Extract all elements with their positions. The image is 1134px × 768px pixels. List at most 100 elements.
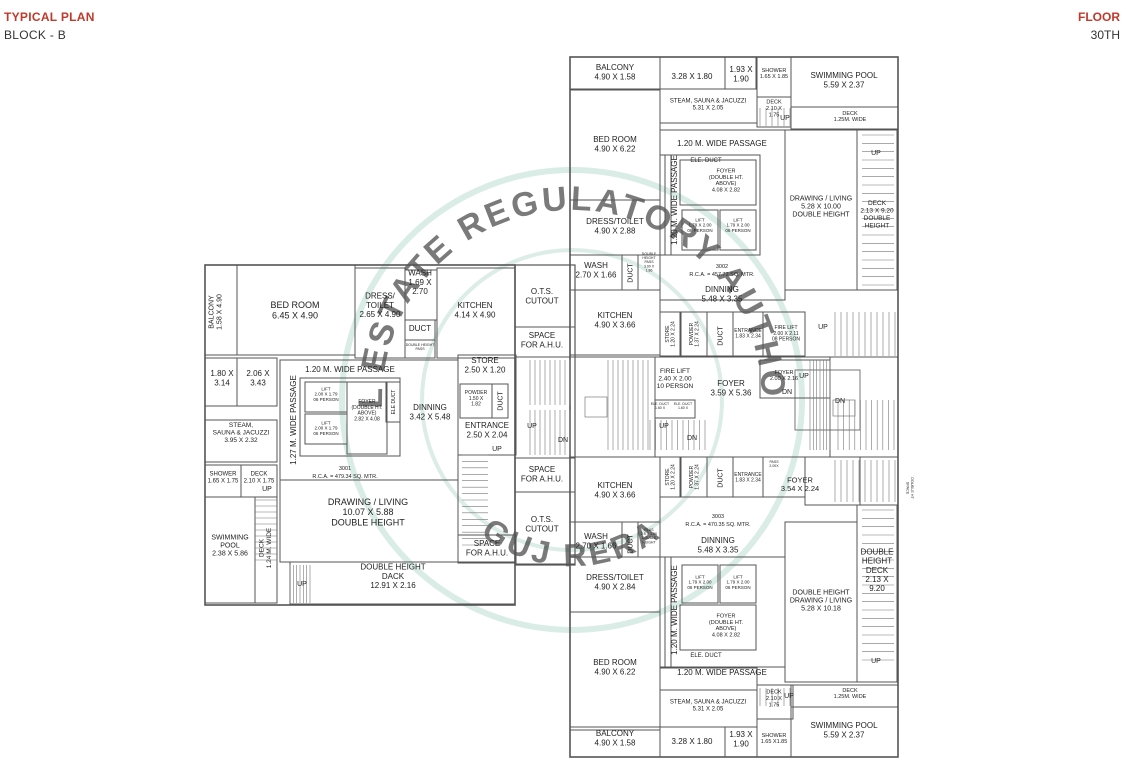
- plan-title: TYPICAL PLAN: [4, 10, 95, 24]
- stair-mark: UP: [659, 423, 669, 430]
- walls: [204, 56, 899, 758]
- stair-mark: DN: [687, 435, 697, 442]
- room-label-u3-side: DOUBLE HTSPACE: [905, 477, 913, 499]
- room-label-u1-balcony: BALCONY1.58 X 4.90: [208, 294, 223, 330]
- stair-mark: DN: [558, 437, 568, 444]
- room-label-u3-eleduct: ELE. DUCT: [690, 653, 722, 659]
- room-label-u2-vpassage: 1.20 M. WIDE PASSAGE: [670, 155, 679, 245]
- stair-mark: UP: [799, 373, 809, 380]
- room-label-u2-passage: 1.20 M. WIDE PASSAGE: [677, 139, 767, 148]
- stair-mark: UP: [818, 324, 828, 331]
- floor-label: FLOOR: [1078, 10, 1120, 24]
- room-label-u2-duct: DUCT: [627, 263, 634, 283]
- room-label-u3-powder: POWDER1.37 X 2.24: [689, 464, 701, 490]
- room-label-u1-duct: DUCT: [409, 324, 431, 333]
- room-label-u2-store: STORE1.20 X 2.24: [665, 321, 677, 347]
- room-label-u1-eleduct: ELE DUCT: [391, 390, 397, 415]
- room-label-u3-duct: DUCT: [717, 468, 724, 488]
- room-label-u3-vpassage: 1.20 M. WIDE PASSAGE: [670, 565, 679, 655]
- room-label-u2-r1: 3.28 X 1.80: [672, 72, 713, 81]
- room-label-u1-passage: 1.20 M. WIDE PASSAGE: [305, 365, 395, 374]
- room-label-u3-r1: 3.28 X 1.80: [672, 737, 713, 746]
- room-label-u2-foyer: FOYER(DOUBLE HT.ABOVE)4.08 X 2.82: [709, 168, 744, 193]
- stair-mark: UP: [871, 150, 881, 157]
- floor-value: 30TH: [1090, 28, 1120, 42]
- room-label-u3-duct2: DUCT: [627, 534, 634, 554]
- room-label-c-ots1: O.T.S.CUTOUT: [525, 287, 558, 305]
- room-label-c-ots2: O.T.S.CUTOUT: [525, 515, 558, 533]
- room-label-u1-foyer: FOYER(DOUBLE HT.ABOVE)2.82 X 4.08: [351, 399, 382, 422]
- stair-mark: UP: [492, 446, 502, 453]
- room-label-u2-duct2: DUCT: [717, 326, 724, 346]
- rera-watermark: REAL ESTATE REGULATORY AUTHORITYGUJ RERA: [0, 0, 805, 633]
- stair-mark: UP: [780, 115, 790, 122]
- room-label-u2-eleduct: ELE. DUCT: [690, 158, 722, 164]
- stair-mark: UP: [262, 486, 272, 493]
- stair-mark: DN: [835, 398, 845, 405]
- room-label-c-duct: DUCT: [497, 391, 504, 411]
- room-label-u1-vpassage: 1.27 M. WIDE PASSAGE: [289, 375, 298, 465]
- room-label-u1-deckv: DECK1.24 M. WIDE: [259, 527, 273, 568]
